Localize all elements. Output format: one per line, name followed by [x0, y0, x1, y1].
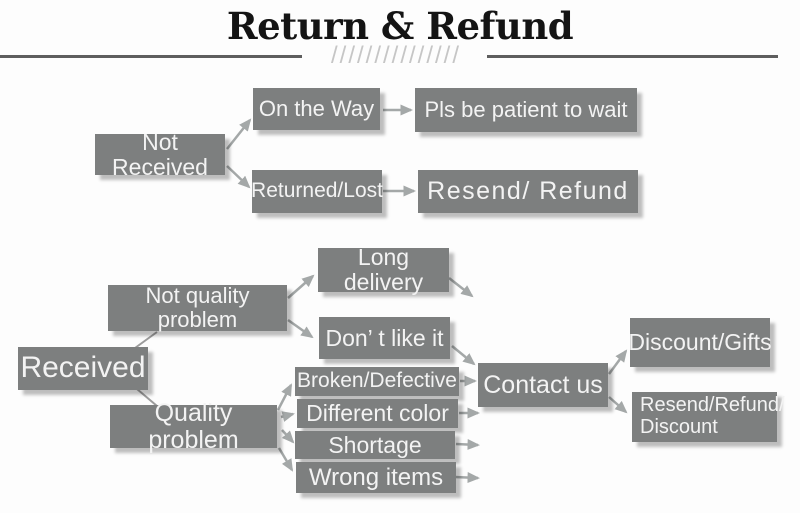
flow-arrow — [276, 383, 293, 411]
node-quality-problem: Quality problem — [110, 399, 277, 453]
flow-arrow — [455, 439, 480, 451]
node-shortage: Shortage — [295, 431, 455, 459]
flow-arrow — [608, 396, 628, 414]
flow-arrow — [607, 349, 628, 375]
flow-arrow — [287, 274, 315, 299]
node-wrong-items: Wrong items — [296, 462, 456, 493]
flow-arrow — [281, 429, 295, 444]
node-returned-lost: Returned/Lost — [251, 170, 383, 213]
flow-arrow — [454, 472, 480, 484]
node-not-quality-problem: Not quality problem — [108, 284, 287, 331]
connector-line — [136, 388, 158, 407]
node-different-color: Different color — [297, 399, 458, 428]
node-broken-defective: Broken/Defective — [295, 367, 459, 396]
node-pls-be-patient: Pls be patient to wait — [415, 88, 637, 132]
node-resend-refund: Resend/ Refund — [418, 170, 638, 213]
page-title: Return & Refund — [226, 4, 574, 48]
node-dont-like-it: Don’ t like it — [319, 317, 450, 359]
divider-line-left — [0, 55, 302, 58]
node-resend-refund-discount: Resend/Refund/ Discount — [632, 392, 785, 442]
node-not-received: Not Received — [95, 129, 225, 179]
flow-arrow — [287, 318, 314, 339]
node-contact-us: Contact us — [478, 363, 608, 407]
flow-arrow — [226, 165, 251, 189]
connector-line — [134, 331, 158, 349]
flow-arrow — [277, 447, 294, 472]
flow-arrow — [451, 345, 476, 366]
flow-arrow — [226, 118, 252, 150]
flow-arrow — [448, 277, 474, 298]
node-long-delivery: Long delivery — [318, 245, 449, 294]
hatch-decoration: /////////////// — [330, 42, 462, 69]
flow-arrow — [280, 411, 295, 422]
node-discount-gifts: Discount/Gifts — [628, 318, 772, 367]
node-received: Received — [18, 347, 148, 390]
divider-line-right — [487, 55, 778, 58]
node-on-the-way: On the Way — [253, 88, 380, 130]
